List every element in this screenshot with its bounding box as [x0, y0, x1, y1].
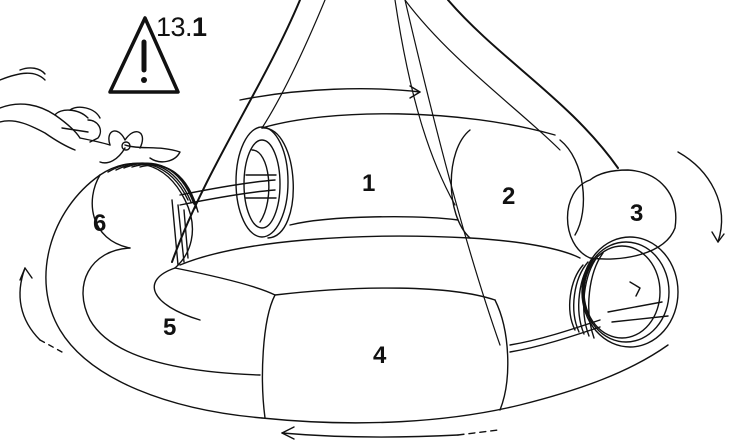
rotation-arrow-right [677, 151, 723, 243]
segment-label-1: 1 [362, 170, 376, 197]
inner-rail [179, 179, 601, 353]
coiled-end-right [569, 236, 679, 348]
coiled-end-left [99, 162, 199, 269]
ribbon-bow-icon [0, 67, 181, 164]
rotation-arrow-bottom [281, 432, 459, 438]
hanging-cords [171, 0, 619, 346]
rotation-arrow-left [19, 267, 41, 341]
segment-label-2: 2 [502, 183, 516, 210]
segment-label-4: 4 [373, 342, 387, 369]
segment-4-shape [261, 287, 509, 419]
segment-2-shape [450, 129, 585, 239]
hand-icon [0, 103, 111, 151]
segment-label-6: 6 [93, 210, 107, 237]
warning-triangle-icon [108, 16, 180, 94]
rotation-arrows [19, 85, 725, 440]
segment-label-3: 3 [630, 200, 644, 227]
segment-label-5: 5 [163, 314, 177, 341]
segment-5-shape [82, 174, 276, 376]
segment-1-opening [235, 126, 294, 239]
step-number: 13.1 [156, 12, 207, 42]
ring-body [45, 113, 669, 424]
segment-3-shape [566, 169, 677, 260]
rotation-arrow-top [239, 88, 421, 101]
